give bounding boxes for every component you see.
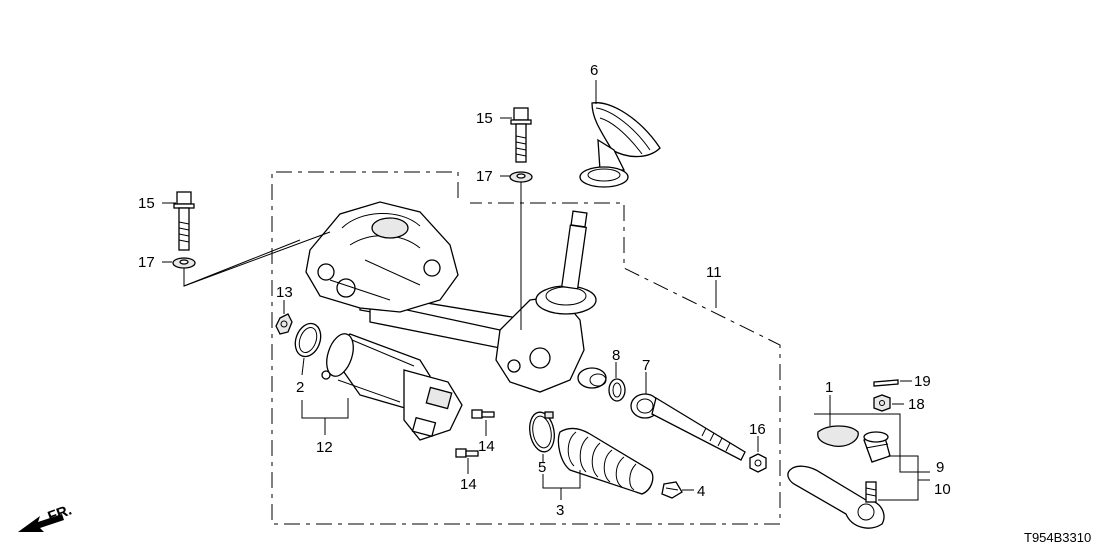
- tie-rod-end-part-10: [787, 465, 885, 529]
- cotter-pin-part-19: [873, 379, 899, 387]
- callout-15-left: 15: [138, 195, 155, 212]
- bolt-part-15-upper: [510, 107, 532, 163]
- dust-seal-part: [863, 431, 891, 463]
- gasket-part-1: [817, 425, 859, 447]
- callout-labels: 6 15 17 15 17 13 2 12 11 8 7 16 14 14 5 …: [138, 62, 1091, 545]
- washer-part-17-left: [172, 257, 196, 269]
- callout-17-upper: 17: [476, 168, 493, 185]
- callout-19: 19: [914, 373, 931, 390]
- leader-lines: [162, 80, 930, 501]
- steering-rack-housing: [305, 201, 607, 393]
- nut-part-16: [749, 453, 767, 473]
- diagram-code: T954B3310: [1024, 530, 1091, 545]
- tie-rod-part-7: [630, 393, 746, 461]
- callout-12: 12: [316, 439, 333, 456]
- callout-3: 3: [556, 502, 564, 519]
- nut-part-13: [275, 313, 293, 335]
- callout-14-lower: 14: [460, 476, 477, 493]
- bolt-part-15-left: [173, 191, 195, 251]
- callout-18: 18: [908, 396, 925, 413]
- callout-6: 6: [590, 62, 598, 79]
- direction-label: FR.: [46, 502, 75, 526]
- bolt-part-14-upper: [471, 409, 495, 419]
- band-part-5: [529, 411, 555, 453]
- bellows-part-3: [557, 427, 654, 495]
- callout-17-left: 17: [138, 254, 155, 271]
- motor-part-12: [321, 333, 463, 441]
- callout-15-upper: 15: [476, 110, 493, 127]
- callout-2: 2: [296, 379, 304, 396]
- assembly-outline: [271, 171, 781, 525]
- clip-part-4: [661, 481, 683, 499]
- callout-13: 13: [276, 284, 293, 301]
- ring-part-8: [608, 378, 626, 402]
- nut-part-18: [873, 394, 891, 412]
- washer-part-17-upper: [509, 171, 533, 183]
- callout-11: 11: [706, 264, 722, 281]
- bolt-part-14-lower: [455, 448, 479, 458]
- callout-7: 7: [642, 357, 650, 374]
- callout-16: 16: [749, 421, 766, 438]
- callout-14-upper: 14: [478, 438, 495, 455]
- callout-9: 9: [936, 459, 944, 476]
- callout-4: 4: [697, 483, 705, 500]
- callout-5: 5: [538, 459, 546, 476]
- front-direction-arrow: FR.: [18, 502, 74, 532]
- callout-8: 8: [612, 347, 620, 364]
- callout-10: 10: [934, 481, 951, 498]
- grommet-part-6: [579, 102, 661, 188]
- o-ring-part-2: [294, 322, 322, 358]
- callout-1: 1: [825, 379, 833, 396]
